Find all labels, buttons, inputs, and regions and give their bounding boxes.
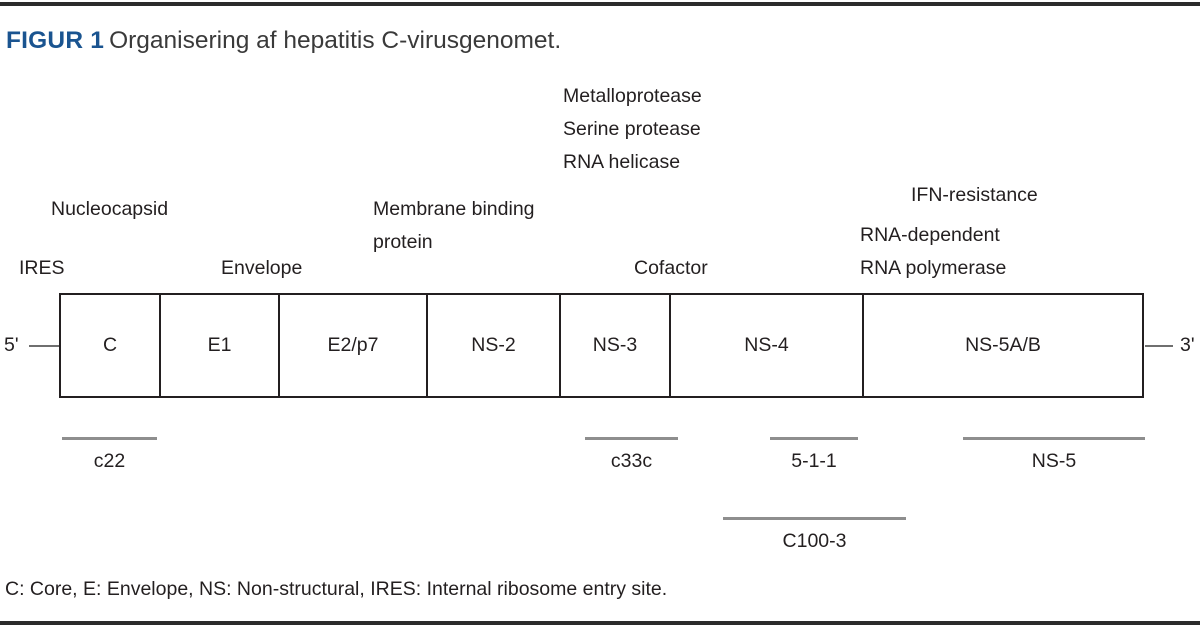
genome-segment-label: NS-4 bbox=[744, 334, 789, 356]
genome-segment-label: NS-5A/B bbox=[965, 334, 1041, 356]
annotation-serine-protease: Serine protease bbox=[563, 118, 701, 140]
genome-segment-ns-2: NS-2 bbox=[428, 295, 561, 396]
antigen-span-label-5-1-1: 5-1-1 bbox=[791, 450, 837, 472]
annotation-cofactor: Cofactor bbox=[634, 257, 708, 279]
five-prime-end-label: 5' bbox=[4, 334, 19, 356]
annotation-rna-dependent: RNA-dependent bbox=[860, 224, 1000, 246]
annotation-membrane-binding-line2: protein bbox=[373, 231, 433, 253]
genome-segment-ns-3: NS-3 bbox=[561, 295, 671, 396]
figure-number-label: FIGUR 1 bbox=[6, 27, 105, 54]
genome-segment-label: C bbox=[102, 334, 118, 356]
top-divider-rule bbox=[0, 2, 1200, 6]
antigen-span-label-c100-3: C100-3 bbox=[782, 530, 847, 552]
antigen-span-line-5-1-1 bbox=[770, 437, 858, 440]
five-prime-connector-line bbox=[29, 345, 59, 347]
figure-caption-text: Organisering af hepatitis C-virusgenomet… bbox=[109, 27, 562, 54]
genome-segment-label: NS-2 bbox=[471, 334, 516, 356]
antigen-span-label-ns-5: NS-5 bbox=[1031, 450, 1077, 472]
bottom-divider-rule bbox=[0, 621, 1200, 625]
annotation-metalloprotease: Metalloprotease bbox=[563, 85, 702, 107]
three-prime-connector-line bbox=[1145, 345, 1173, 347]
antigen-span-line-c33c bbox=[585, 437, 678, 440]
antigen-span-label-c33c: c33c bbox=[610, 450, 653, 472]
genome-segment-label: NS-3 bbox=[592, 334, 638, 356]
annotation-membrane-binding-line1: Membrane binding bbox=[373, 198, 535, 220]
figure-footnote: C: Core, E: Envelope, NS: Non-structural… bbox=[5, 578, 668, 600]
antigen-span-line-ns-5 bbox=[963, 437, 1145, 440]
genome-segment-ns-5a-b: NS-5A/B bbox=[864, 295, 1142, 396]
annotation-rna-helicase: RNA helicase bbox=[563, 151, 681, 173]
annotation-rna-polymerase: RNA polymerase bbox=[860, 257, 1007, 279]
annotation-envelope: Envelope bbox=[221, 257, 303, 279]
antigen-span-line-c22 bbox=[62, 437, 157, 440]
genome-segment-e1: E1 bbox=[161, 295, 280, 396]
annotation-ires: IRES bbox=[19, 257, 65, 279]
antigen-span-label-c22: c22 bbox=[93, 450, 126, 472]
antigen-span-line-c100-3 bbox=[723, 517, 906, 520]
annotation-nucleocapsid: Nucleocapsid bbox=[51, 198, 169, 220]
genome-segment-c: C bbox=[61, 295, 161, 396]
genome-segment-label: E1 bbox=[207, 334, 232, 356]
three-prime-end-label: 3' bbox=[1180, 334, 1195, 356]
genome-segment-e2-p7: E2/p7 bbox=[280, 295, 428, 396]
genome-segment-ns-4: NS-4 bbox=[671, 295, 864, 396]
annotation-ifn-resistance: IFN-resistance bbox=[911, 184, 1038, 206]
genome-segment-label: E2/p7 bbox=[327, 334, 379, 356]
genome-bar: C E1 E2/p7 NS-2 NS-3 NS-4 NS-5A/B bbox=[59, 293, 1144, 398]
